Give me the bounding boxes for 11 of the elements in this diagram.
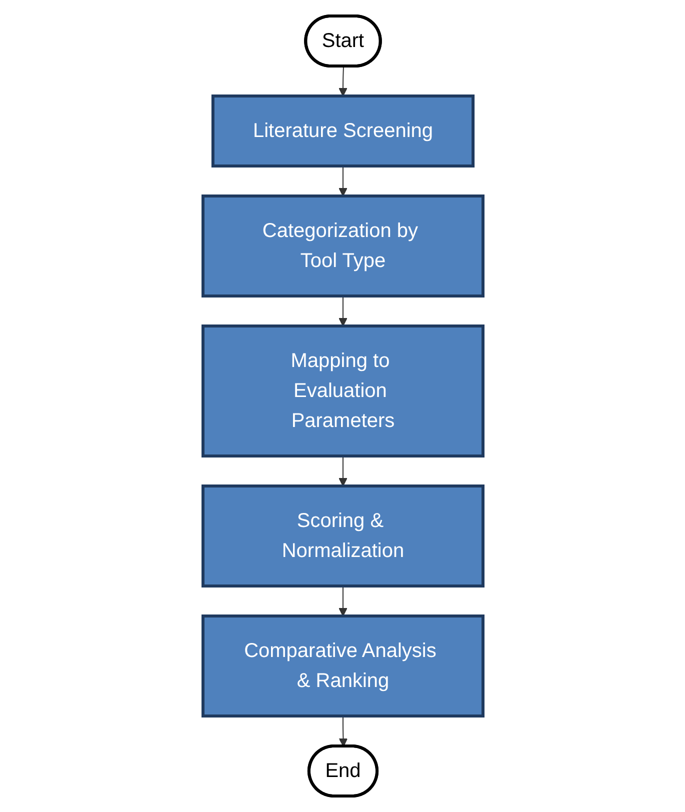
node-box: Mapping to Evaluation Parameters: [201, 324, 484, 458]
node-box: Literature Screening: [210, 94, 474, 168]
node-box: Comparative Analysis & Ranking: [201, 614, 484, 718]
arrow: [338, 66, 347, 96]
arrow: [338, 456, 347, 486]
node-box: Scoring & Normalization: [201, 484, 484, 588]
node-box: Categorization by Tool Type: [201, 194, 484, 298]
arrow: [338, 586, 347, 616]
arrow: [338, 296, 347, 326]
arrow: [338, 716, 348, 747]
arrow: [338, 166, 347, 196]
